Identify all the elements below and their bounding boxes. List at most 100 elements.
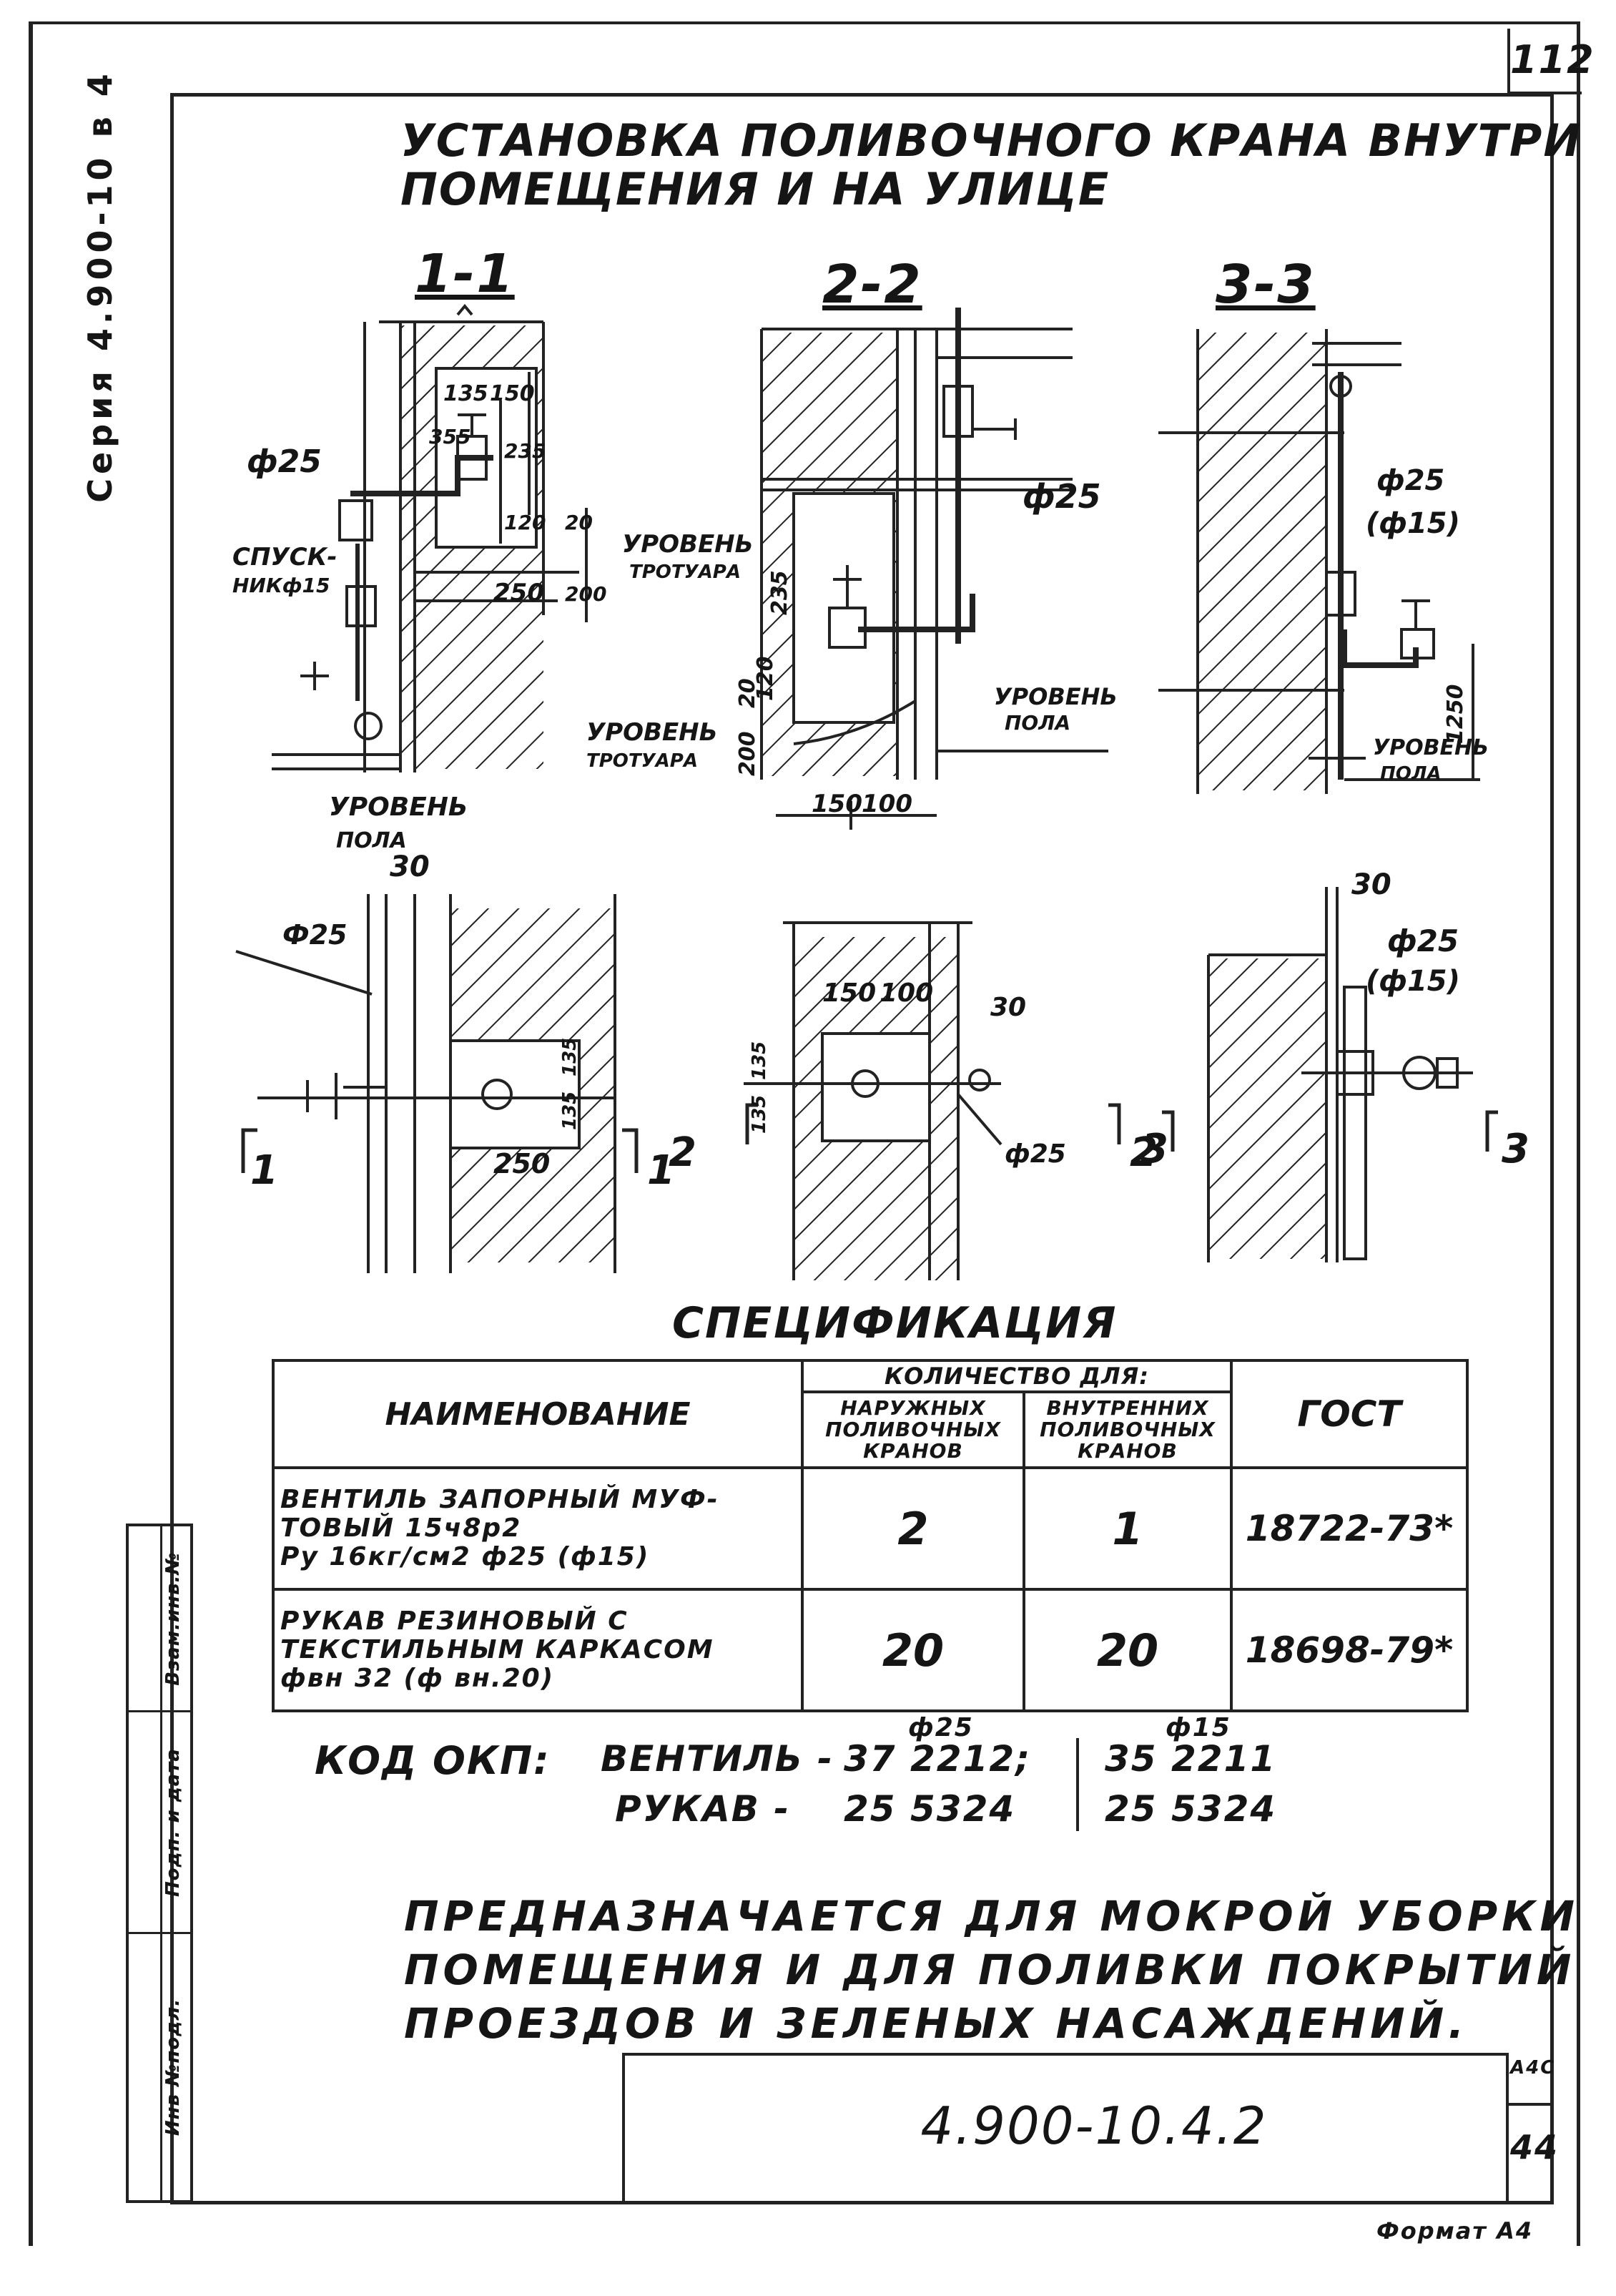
col-header-outdoor: НАРУЖНЫХ ПОЛИВОЧНЫХ КРАНОВ [801,1390,1025,1469]
p2-mark-left: 2 [669,1129,696,1176]
p2-dim-100: 100 [880,978,933,1008]
title-block-border [1506,2053,1509,2204]
section-arrow-right [1485,1110,1498,1152]
s3-level-floor-1: УРОВЕНЬ [1373,735,1489,760]
tee [1336,1050,1374,1096]
p1-mark-left: 1 [250,1147,278,1194]
purpose-line-1: ПРЕДНАЗНАЧАЕТСЯ ДЛЯ МОКРОЙ УБОРКИ [404,1892,1580,1941]
format-label: Формат А4 [1376,2217,1534,2245]
fitting [338,499,373,541]
s1-drain-label-1: СПУСК- [232,543,337,571]
section-arrow-left [745,1103,758,1144]
p3-dim-30: 30 [1351,868,1391,901]
row-name-line: ВЕНТИЛЬ ЗАПОРНЫЙ МУФ- [280,1485,719,1514]
p1-dim-135-bot: 135 [559,1091,581,1130]
row-name: РУКАВ РЕЗИНОВЫЙ С ТЕКСТИЛЬНЫМ КАРКАСОМ ф… [272,1588,804,1712]
s3-pipe-label-2: (ф15) [1366,507,1460,540]
strip-cell-replace: Взам.инв.№ [129,1526,190,1712]
section-1-1-drawing [272,303,588,772]
col-header-gost: ГОСТ [1230,1359,1469,1469]
okp-hose-d15: 25 5324 [1105,1788,1277,1830]
riser-top [1329,375,1352,398]
title-block-border [1506,2103,1554,2106]
s1-dim-235: 235 [504,439,546,463]
p2-dim-30: 30 [990,993,1026,1022]
page-frame [29,21,1580,2246]
p1-dim-250: 250 [493,1148,550,1179]
valve-handle [972,418,1017,440]
valve-body [942,385,974,438]
row-name-line: фвн 32 (ф вн.20) [280,1664,555,1693]
wall-hatch [1198,333,1326,790]
s1-level-floor-1: УРОВЕНЬ [329,793,468,822]
title-block-border [622,2053,625,2204]
header-outdoor-1: НАРУЖНЫХ [840,1396,986,1420]
row-name-line: ТОВЫЙ 15ч8р2 [280,1514,522,1543]
s1-level-sidewalk2-2: ТРОТУАРА [586,750,698,772]
section-arrow-right [1108,1103,1121,1144]
valve-handle-2 [833,565,862,608]
section-label-2: 2-2 [822,254,922,315]
row-outdoor: 2 [801,1466,1025,1591]
s1-level-floor-2: ПОЛА [336,828,407,853]
s1-level-sidewalk-1: УРОВЕНЬ [622,530,754,559]
s2-level-floor-2: ПОЛА [1005,711,1070,735]
leader [235,950,373,996]
row-indoor: 1 [1023,1466,1233,1591]
s2-dim-150: 150 [812,790,862,818]
p2-pipe-label: ф25 [1005,1139,1066,1169]
document-code: 4.900-10.4.2 [920,2096,1268,2156]
strip-cell-inventory: Инв №подл. [129,1934,190,2200]
okp-divider [1076,1738,1079,1831]
strip-text-replace: Взам.инв.№ [162,1551,184,1686]
valve-symbol [1402,1056,1437,1090]
s1-level-sidewalk-2: ТРОТУАРА [629,561,741,583]
table-row: РУКАВ РЕЗИНОВЫЙ С ТЕКСТИЛЬНЫМ КАРКАСОМ ф… [272,1588,1469,1712]
title-block-border [622,2053,1509,2056]
purpose-line-3: ПРОЕЗДОВ И ЗЕЛЕНЫХ НАСАЖДЕНИЙ. [404,1999,1469,2048]
okp-valve-label: ВЕНТИЛЬ - [601,1738,834,1780]
s2-dim-235: 235 [767,570,792,615]
p2-dim-150: 150 [822,978,876,1008]
s1-dim-20: 20 [565,511,593,534]
spec-title: СПЕЦИФИКАЦИЯ [672,1298,1118,1348]
title-block-cell-top: А4С [1510,2057,1556,2079]
s2-dim-120: 120 [753,656,778,701]
p1-dim-135-top: 135 [559,1038,581,1076]
p1-pipe-label: Ф25 [282,919,348,951]
row-gost: 18698-79* [1230,1588,1469,1712]
p3-pipe-label-1: ф25 [1387,923,1459,958]
wall-hatch [1208,958,1326,1259]
title-block-cell-bottom: 44 [1510,2128,1560,2167]
strip-text-inventory: Инв №подл. [162,1998,184,2136]
row-name-line: РУКАВ РЕЗИНОВЫЙ С [280,1606,629,1636]
leader [957,1093,1002,1146]
section-arrow-left [241,1128,257,1173]
strip-divider [160,1526,162,2200]
p1-mark-right: 1 [647,1147,675,1194]
row-indoor: 20 [1023,1588,1233,1712]
valve-symbol [481,1079,513,1110]
row-name-line: ТЕКСТИЛЬНЫМ КАРКАСОМ [280,1635,714,1664]
plan-2-drawing [744,921,1121,1280]
strip-cell-sign: Подп. и дата [129,1712,190,1934]
row-name: ВЕНТИЛЬ ЗАПОРНЫЙ МУФ- ТОВЫЙ 15ч8р2 Ру 16… [272,1466,804,1591]
drawings-canvas: 135 150 355 235 120 20 200 250 ф25 СПУСК… [232,303,1529,1280]
p2-dim-135-bot: 135 [749,1095,770,1134]
okp-label: КОД ОКП: [315,1738,551,1783]
p3-pipe-label-2: (ф15) [1366,965,1460,998]
approval-strip: Взам.инв.№ Подп. и дата Инв №подл. [126,1524,193,2203]
header-indoor-1: ВНУТРЕННИХ [1046,1396,1209,1420]
spec-table: НАИМЕНОВАНИЕ КОЛИЧЕСТВО ДЛЯ: ГОСТ НАРУЖН… [272,1359,1469,1712]
row-name-line: Ру 16кг/см2 ф25 (ф15) [280,1542,650,1571]
s1-dim-250: 250 [493,579,544,607]
p2-mark-right: 2 [1130,1129,1158,1176]
section-2-2-drawing [760,308,1108,830]
s3-level-floor-2: ПОЛА [1380,763,1442,785]
s2-dim-200: 200 [735,731,760,776]
p3-mark-left: 3 [1140,1126,1168,1172]
title-line-2: ПОМЕЩЕНИЯ И НА УЛИЦЕ [400,163,1110,215]
valve-body [1400,628,1435,659]
okp-valve-d25: 37 2212; [844,1738,1032,1780]
strip-text-sign: Подп. и дата [162,1747,184,1897]
